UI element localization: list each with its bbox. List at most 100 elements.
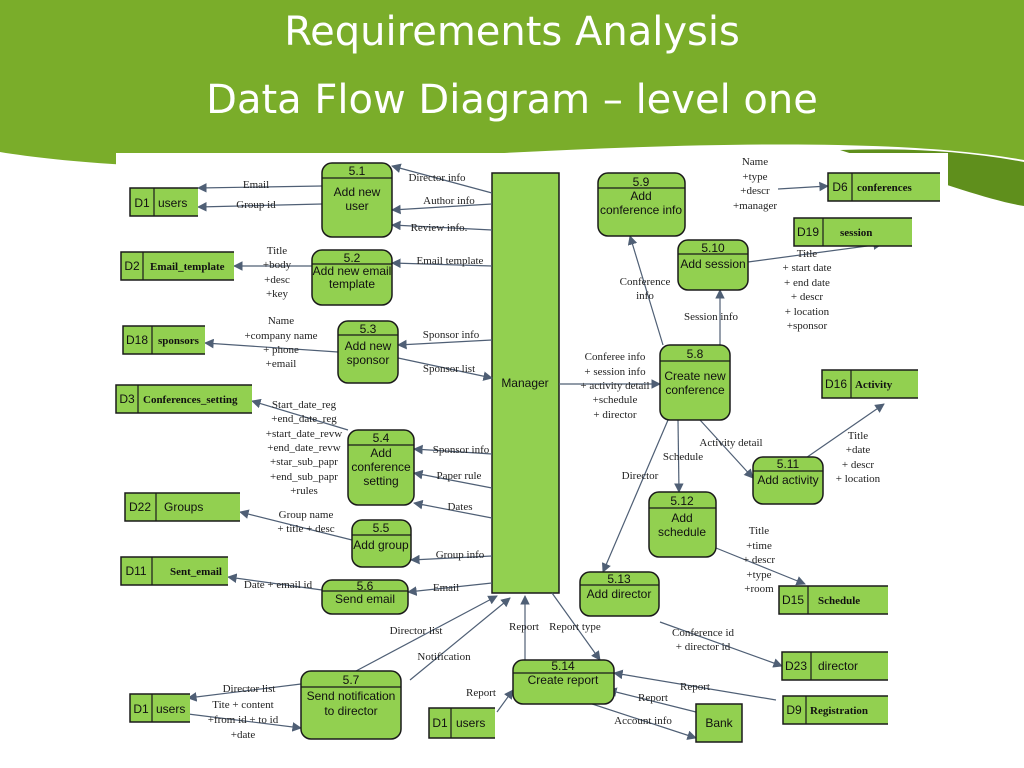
process-id: 5.5 — [373, 521, 390, 535]
process-id: 5.10 — [701, 241, 725, 255]
flow-line — [413, 444, 493, 455]
flow-label: Author info — [423, 195, 475, 207]
flow-line — [496, 689, 514, 713]
flow-label: Conference id — [672, 627, 734, 639]
flow-label: Conference — [620, 276, 671, 288]
process-name: to director — [324, 704, 377, 718]
store-name: users — [456, 716, 485, 730]
store-d18-sponsors[interactable]: D18 sponsors — [122, 325, 205, 355]
flow-label: Report type — [549, 621, 601, 633]
process-5-7[interactable]: 5.7 Send notification to director — [300, 670, 402, 740]
store-d3-conferences-setting[interactable]: D3 Conferences_setting — [115, 384, 252, 414]
bank-label: Bank — [705, 716, 733, 730]
flow-label: +date — [231, 729, 256, 741]
flow-label: +email — [266, 358, 297, 370]
flow-line — [391, 203, 493, 215]
flow-label: Name — [742, 156, 768, 168]
flow-label: Report — [638, 692, 668, 704]
store-name: users — [156, 702, 185, 716]
process-name: Create new — [664, 369, 726, 383]
store-id: D9 — [786, 703, 802, 717]
external-bank[interactable]: Bank — [695, 703, 743, 743]
process-5-3[interactable]: 5.3 Add new sponsor — [337, 320, 399, 384]
flow-line — [187, 683, 302, 702]
process-5-11[interactable]: 5.11 Add activity — [752, 456, 824, 505]
process-id: 5.9 — [633, 175, 650, 189]
flow-label: +end_date_revw — [267, 442, 340, 454]
process-5-5[interactable]: 5.5 Add group — [351, 519, 412, 568]
store-d9-registration[interactable]: D9 Registration — [782, 695, 888, 725]
flow-label: Start_date_reg — [272, 399, 337, 411]
process-5-13[interactable]: 5.13 Add director — [579, 571, 660, 617]
flow-line — [613, 669, 777, 701]
process-id: 5.1 — [349, 164, 366, 178]
process-5-8[interactable]: 5.8 Create new conference — [659, 344, 731, 421]
store-name: Conferences_setting — [143, 394, 238, 406]
process-name: Add director — [587, 587, 652, 601]
store-name: users — [158, 196, 187, 210]
flow-label: Email — [433, 582, 459, 594]
flow-line — [607, 687, 697, 713]
store-d22-groups[interactable]: D22 Groups — [124, 492, 240, 522]
flow-label: Email — [243, 179, 269, 191]
flow-label: Session info — [684, 311, 739, 323]
store-name: director — [818, 659, 858, 673]
flow-label: + location — [785, 306, 830, 318]
flow-label: Group id — [236, 199, 276, 211]
flow-line — [391, 220, 493, 231]
flow-label: Title — [267, 245, 288, 257]
process-5-14[interactable]: 5.14 Create report — [512, 659, 615, 705]
process-id: 5.8 — [687, 347, 704, 361]
store-d15-schedule[interactable]: D15 Schedule — [778, 585, 888, 615]
store-d6-conferences[interactable]: D6 conferences — [827, 172, 940, 202]
flow-label: +schedule — [593, 394, 638, 406]
flow-line — [777, 181, 829, 192]
process-5-9[interactable]: 5.9 Add conference info — [597, 172, 686, 237]
store-name: Registration — [810, 705, 868, 717]
flow-line — [413, 499, 493, 519]
process-5-2[interactable]: 5.2 Add new email template — [311, 249, 393, 306]
store-d1-users-bottom-left[interactable]: D1 users — [129, 693, 190, 723]
store-name: sponsors — [158, 335, 200, 347]
process-name: user — [345, 199, 368, 213]
manager-entity[interactable]: Manager — [491, 172, 560, 594]
flow-line — [239, 509, 353, 541]
process-name: Add new email — [313, 264, 392, 278]
flow-label: Name — [268, 315, 294, 327]
process-5-1[interactable]: 5.1 Add new user — [321, 162, 393, 238]
store-id: D15 — [782, 593, 804, 607]
flow-label: +room — [744, 583, 774, 595]
flow-label: + descr — [842, 459, 874, 471]
flow-label: + director id — [676, 641, 731, 653]
process-name: Add new — [345, 339, 392, 353]
flow-label: Sponsor info — [423, 329, 480, 341]
flow-label: Report — [680, 681, 710, 693]
banner-background — [0, 0, 1024, 168]
store-d2-email-template[interactable]: D2 Email_template — [120, 251, 234, 281]
flow-label: + director — [593, 409, 636, 421]
store-id: D23 — [785, 659, 807, 673]
flow-label: Sponsor info — [433, 444, 490, 456]
process-5-4[interactable]: 5.4 Add conference setting — [347, 429, 415, 506]
flow-label: +desc — [264, 274, 290, 286]
store-d16-activity[interactable]: D16 Activity — [821, 369, 918, 399]
process-5-12[interactable]: 5.12 Add schedule — [648, 491, 717, 558]
store-name: Sent_email — [170, 566, 222, 578]
flow-line — [397, 339, 493, 350]
store-d1-users-bottom-center[interactable]: D1 users — [428, 707, 495, 739]
flow-label: +start_date_revw — [266, 428, 343, 440]
process-5-10[interactable]: 5.10 Add session — [677, 239, 749, 291]
flow-line — [391, 258, 493, 269]
flow-line — [409, 597, 511, 681]
slide-subtitle: Data Flow Diagram – level one — [206, 77, 818, 123]
store-d23-director[interactable]: D23 director — [781, 651, 888, 681]
flow-label: Director info — [408, 172, 466, 184]
process-name: setting — [363, 474, 398, 488]
flow-label: + title + desc — [277, 523, 334, 535]
process-5-6[interactable]: 5.6 Send email — [321, 579, 409, 615]
store-d11-sent-email[interactable]: D11 Sent_email — [120, 556, 228, 586]
store-name: Schedule — [818, 595, 860, 607]
store-d1-users[interactable]: D1 users — [129, 187, 198, 217]
store-d19-session[interactable]: D19 session — [793, 217, 912, 247]
flow-label: + descr — [791, 291, 823, 303]
